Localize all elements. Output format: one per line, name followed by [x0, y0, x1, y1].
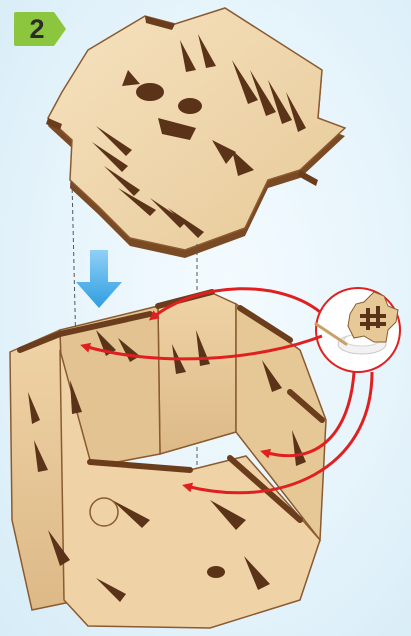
- box-assembly: [9, 289, 327, 629]
- step-number: 2: [29, 14, 45, 44]
- step-number-badge-icon: [14, 12, 66, 46]
- down-arrow-icon: [76, 250, 122, 308]
- step-badge: 2: [14, 12, 68, 46]
- glue-application-icon: [314, 287, 401, 373]
- glue-guide-arrows: [80, 287, 374, 495]
- top-lid-panel: [46, 7, 347, 258]
